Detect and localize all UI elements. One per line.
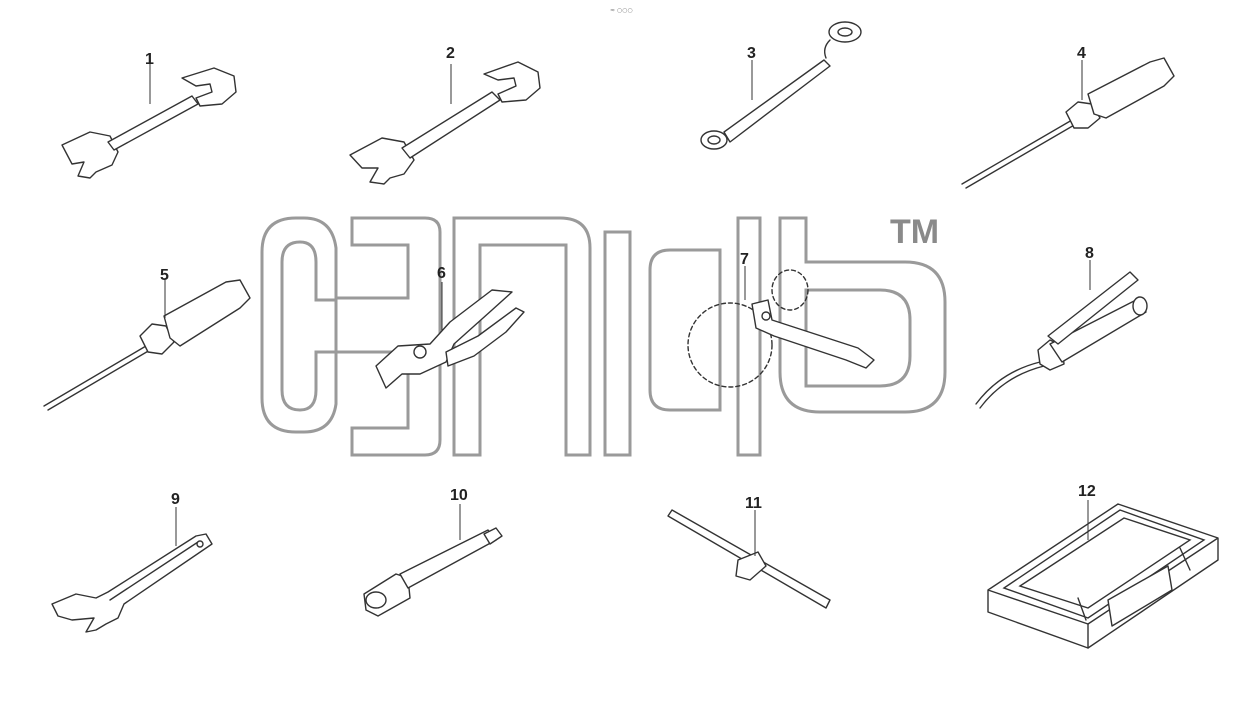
tool-adjustable-wrench-9 xyxy=(51,507,213,633)
callout-11: 11 xyxy=(745,495,762,512)
header-mark: ≈ ○○○ xyxy=(610,7,633,14)
tool-pliers-6 xyxy=(375,282,525,389)
tool-tool-box-12 xyxy=(987,500,1219,649)
callout-10: 10 xyxy=(450,487,468,504)
callout-9: 9 xyxy=(171,491,180,508)
callout-2: 2 xyxy=(446,45,455,62)
tool-screwdriver-5 xyxy=(43,279,251,411)
trademark-symbol: TM xyxy=(890,213,939,251)
callout-7: 7 xyxy=(740,251,749,268)
callout-6: 6 xyxy=(437,265,446,282)
callout-4: 4 xyxy=(1077,45,1086,62)
tool-grease-gun-8 xyxy=(975,260,1148,409)
tool-open-end-wrench-2 xyxy=(349,61,541,185)
tool-t-handle-wrench-11 xyxy=(667,509,831,609)
watermark-logo: TM xyxy=(260,213,947,457)
tool-box-end-wrench-3 xyxy=(700,21,862,150)
tool-chain-filter-wrench-7 xyxy=(687,266,875,388)
callout-1: 1 xyxy=(145,51,154,68)
callout-5: 5 xyxy=(160,267,169,284)
tool-socket-extension-10 xyxy=(363,504,503,617)
tool-open-end-wrench-1 xyxy=(61,64,237,179)
tool-screwdriver-4 xyxy=(961,57,1175,189)
callout-12: 12 xyxy=(1078,483,1096,500)
callout-3: 3 xyxy=(747,45,756,62)
callout-8: 8 xyxy=(1085,245,1094,262)
